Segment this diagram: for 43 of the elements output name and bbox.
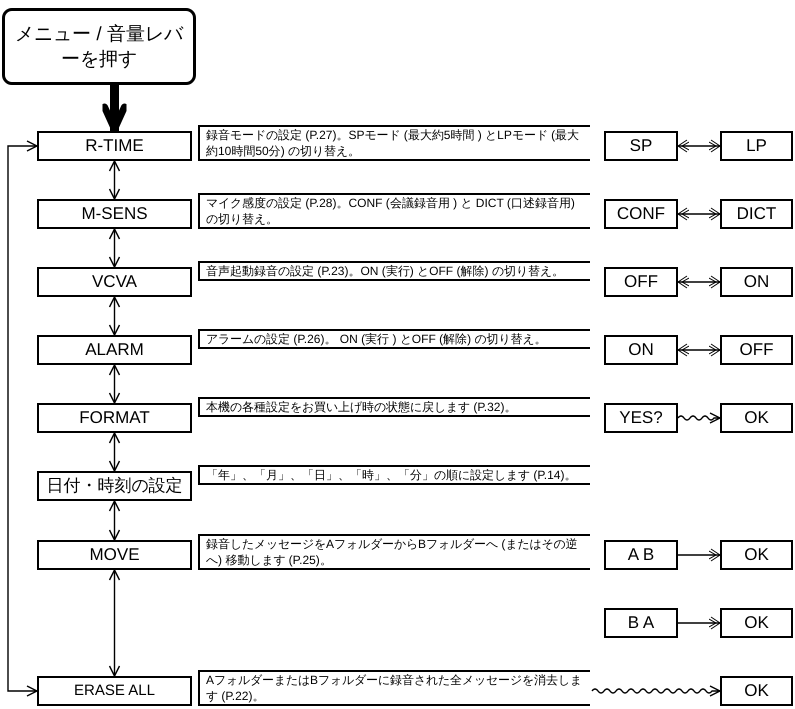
description-text: AフォルダーまたはBフォルダーに録音された全メッセージを消去します (P.22)。 <box>198 670 590 706</box>
setting-value-box: YES? <box>604 403 678 433</box>
menu-item-box: ALARM <box>37 335 192 365</box>
setting-value-box: CONF <box>604 199 678 229</box>
setting-value-box: OFF <box>604 267 678 297</box>
description-text: 録音したメッセージをAフォルダーからBフォルダーへ (またはその逆へ) 移動します (P.25)。 <box>198 534 590 570</box>
arrow <box>108 432 120 472</box>
setting-value-box: A B <box>604 540 678 570</box>
setting-value-box: ON <box>720 267 793 297</box>
menu-item-box: 日付・時刻の設定 <box>37 471 192 501</box>
description-text: 本機の各種設定をお買い上げ時の状態に戻します (P.32)。 <box>198 397 590 417</box>
description-text: 音声起動録音の設定 (P.23)。ON (実行) とOFF (解除) の切り替え。 <box>198 261 590 281</box>
setting-value-box: SP <box>604 131 678 161</box>
setting-value-box: DICT <box>720 199 793 229</box>
description-text: マイク感度の設定 (P.28)。CONF (会議録音用 ) と DICT (口述録音用) の切り替え。 <box>198 193 590 229</box>
setting-value-box: OK <box>720 403 793 433</box>
menu-item-box: M-SENS <box>37 199 192 229</box>
arrow <box>108 500 120 541</box>
setting-value-box: ON <box>604 335 678 365</box>
setting-value-box: B A <box>604 608 678 638</box>
description-text: 録音モードの設定 (P.27)。SPモード (最大約5時間 ) とLPモード (最大約10時間50分) の切り替え。 <box>198 125 590 161</box>
arrow <box>677 412 721 424</box>
menu-item-box: MOVE <box>37 540 192 570</box>
arrow <box>591 685 721 697</box>
setting-value-box: OFF <box>720 335 793 365</box>
arrow <box>108 228 120 268</box>
setting-value-box: LP <box>720 131 793 161</box>
arrow <box>108 160 120 200</box>
setting-value-box: OK <box>720 608 793 638</box>
arrow <box>108 296 120 336</box>
menu-item-box: VCVA <box>37 267 192 297</box>
menu-item-box: R-TIME <box>37 131 192 161</box>
menu-item-box: FORMAT <box>37 403 192 433</box>
arrow <box>108 364 120 404</box>
setting-value-box: OK <box>720 540 793 570</box>
menu-item-box: ERASE ALL <box>37 676 192 706</box>
arrow <box>108 569 120 677</box>
description-text: 「年」、「月」、「日」、「時」、「分」の順に設定します (P.14)。 <box>198 465 590 485</box>
description-text: アラームの設定 (P.26)。 ON (実行 ) とOFF (解除) の切り替え。 <box>198 329 590 349</box>
arrow <box>101 85 128 132</box>
arrow <box>7 140 38 697</box>
instruction-box: メニュー / 音量レバーを押す <box>2 8 196 85</box>
setting-value-box: OK <box>720 676 793 706</box>
